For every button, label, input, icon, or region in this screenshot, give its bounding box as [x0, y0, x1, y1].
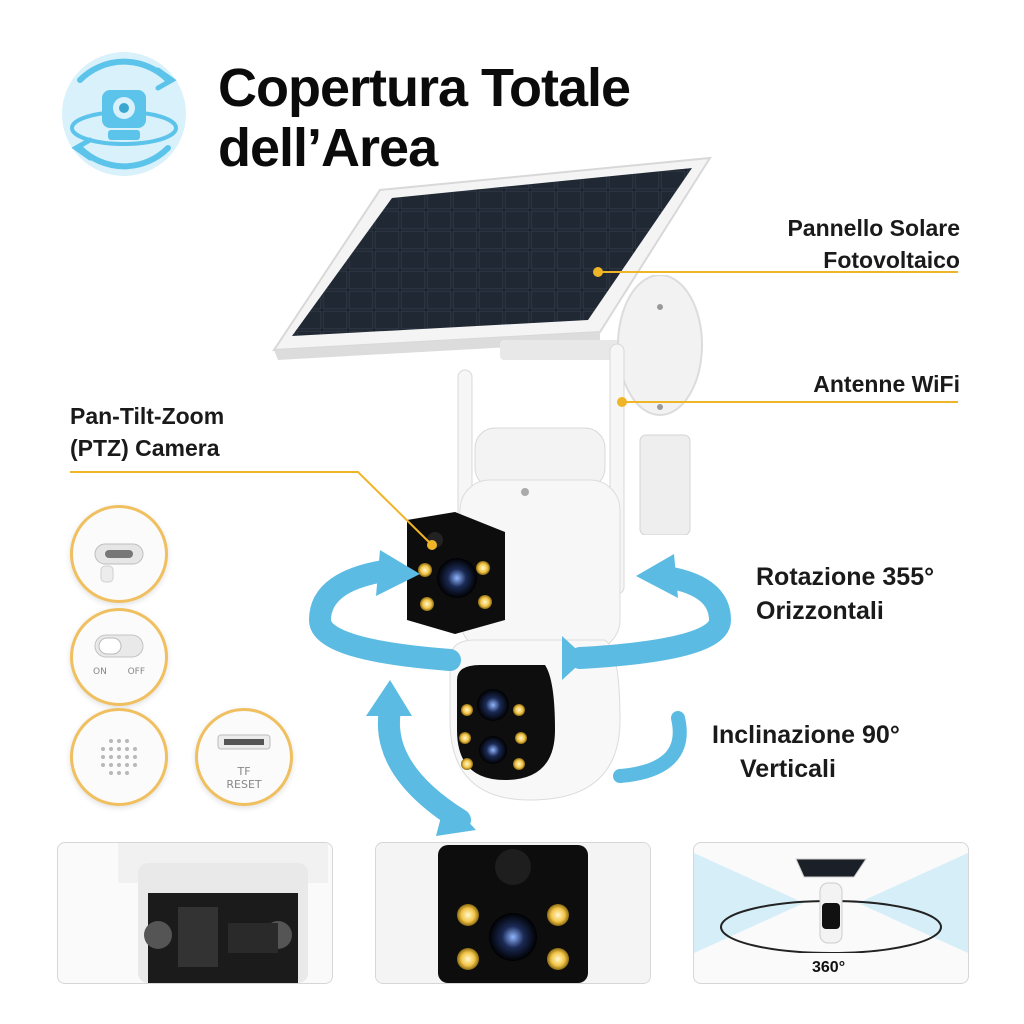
- thumbnail-dual-lens: [375, 842, 651, 984]
- callout-rotation-line-1: Rotazione 355°: [756, 563, 935, 591]
- callout-antenna-label: Antenne WiFi: [813, 371, 960, 397]
- switch-off-label: OFF: [127, 667, 145, 677]
- callout-tilt-line-1: Inclinazione 90°: [712, 721, 900, 749]
- callout-rotation-line-2: Orizzontali: [756, 597, 884, 625]
- title-line-1: Copertura Totale: [218, 58, 631, 118]
- callout-solar-line-1: Pannello Solare: [787, 215, 960, 241]
- tf-reset-detail: TF RESET: [195, 708, 293, 806]
- page-title: Copertura Totale dell’Area: [218, 58, 738, 178]
- dual-lens-closeup-image: [376, 843, 650, 983]
- speaker-grille-icon: [101, 739, 137, 775]
- thumbnail-gimbal-motor: [57, 842, 333, 984]
- sd-card-slot-icon: [217, 734, 271, 750]
- switch-on-label: ON: [93, 667, 107, 677]
- solar-panel: [272, 156, 712, 360]
- power-switch-detail: ON OFF: [70, 608, 168, 706]
- reset-label: RESET: [226, 778, 262, 791]
- callout-ptz-line-2: (PTZ) Camera: [70, 435, 220, 461]
- callout-tilt-line-2: Verticali: [740, 755, 836, 783]
- gimbal-mechanism-image: [118, 843, 328, 983]
- callout-ptz-line-1: Pan-Tilt-Zoom: [70, 403, 225, 429]
- usb-c-port-icon: [94, 543, 144, 583]
- callout-tilt: Inclinazione 90° Verticali: [712, 718, 1002, 786]
- callout-solar-panel: Pannello Solare Fotovoltaico: [660, 212, 960, 276]
- wall-mount: [617, 275, 703, 535]
- callout-solar-line-2: Fotovoltaico: [823, 247, 960, 273]
- tf-label: TF: [237, 765, 251, 778]
- coverage-icon: [62, 52, 186, 176]
- callout-ptz: Pan-Tilt-Zoom (PTZ) Camera: [70, 400, 350, 464]
- rotation-arrows: [308, 550, 732, 836]
- speaker-detail: [70, 708, 168, 806]
- coverage-diagram-image: [694, 853, 968, 954]
- power-switch-icon: [94, 634, 144, 658]
- coverage-360-label: 360°: [812, 959, 846, 976]
- callout-rotation: Rotazione 355° Orizzontali: [756, 560, 1016, 628]
- callout-antenna: Antenne WiFi: [700, 368, 960, 400]
- title-line-2: dell’Area: [218, 118, 438, 178]
- thumbnail-360-coverage: 360°: [693, 842, 969, 984]
- usb-c-port-detail: [70, 505, 168, 603]
